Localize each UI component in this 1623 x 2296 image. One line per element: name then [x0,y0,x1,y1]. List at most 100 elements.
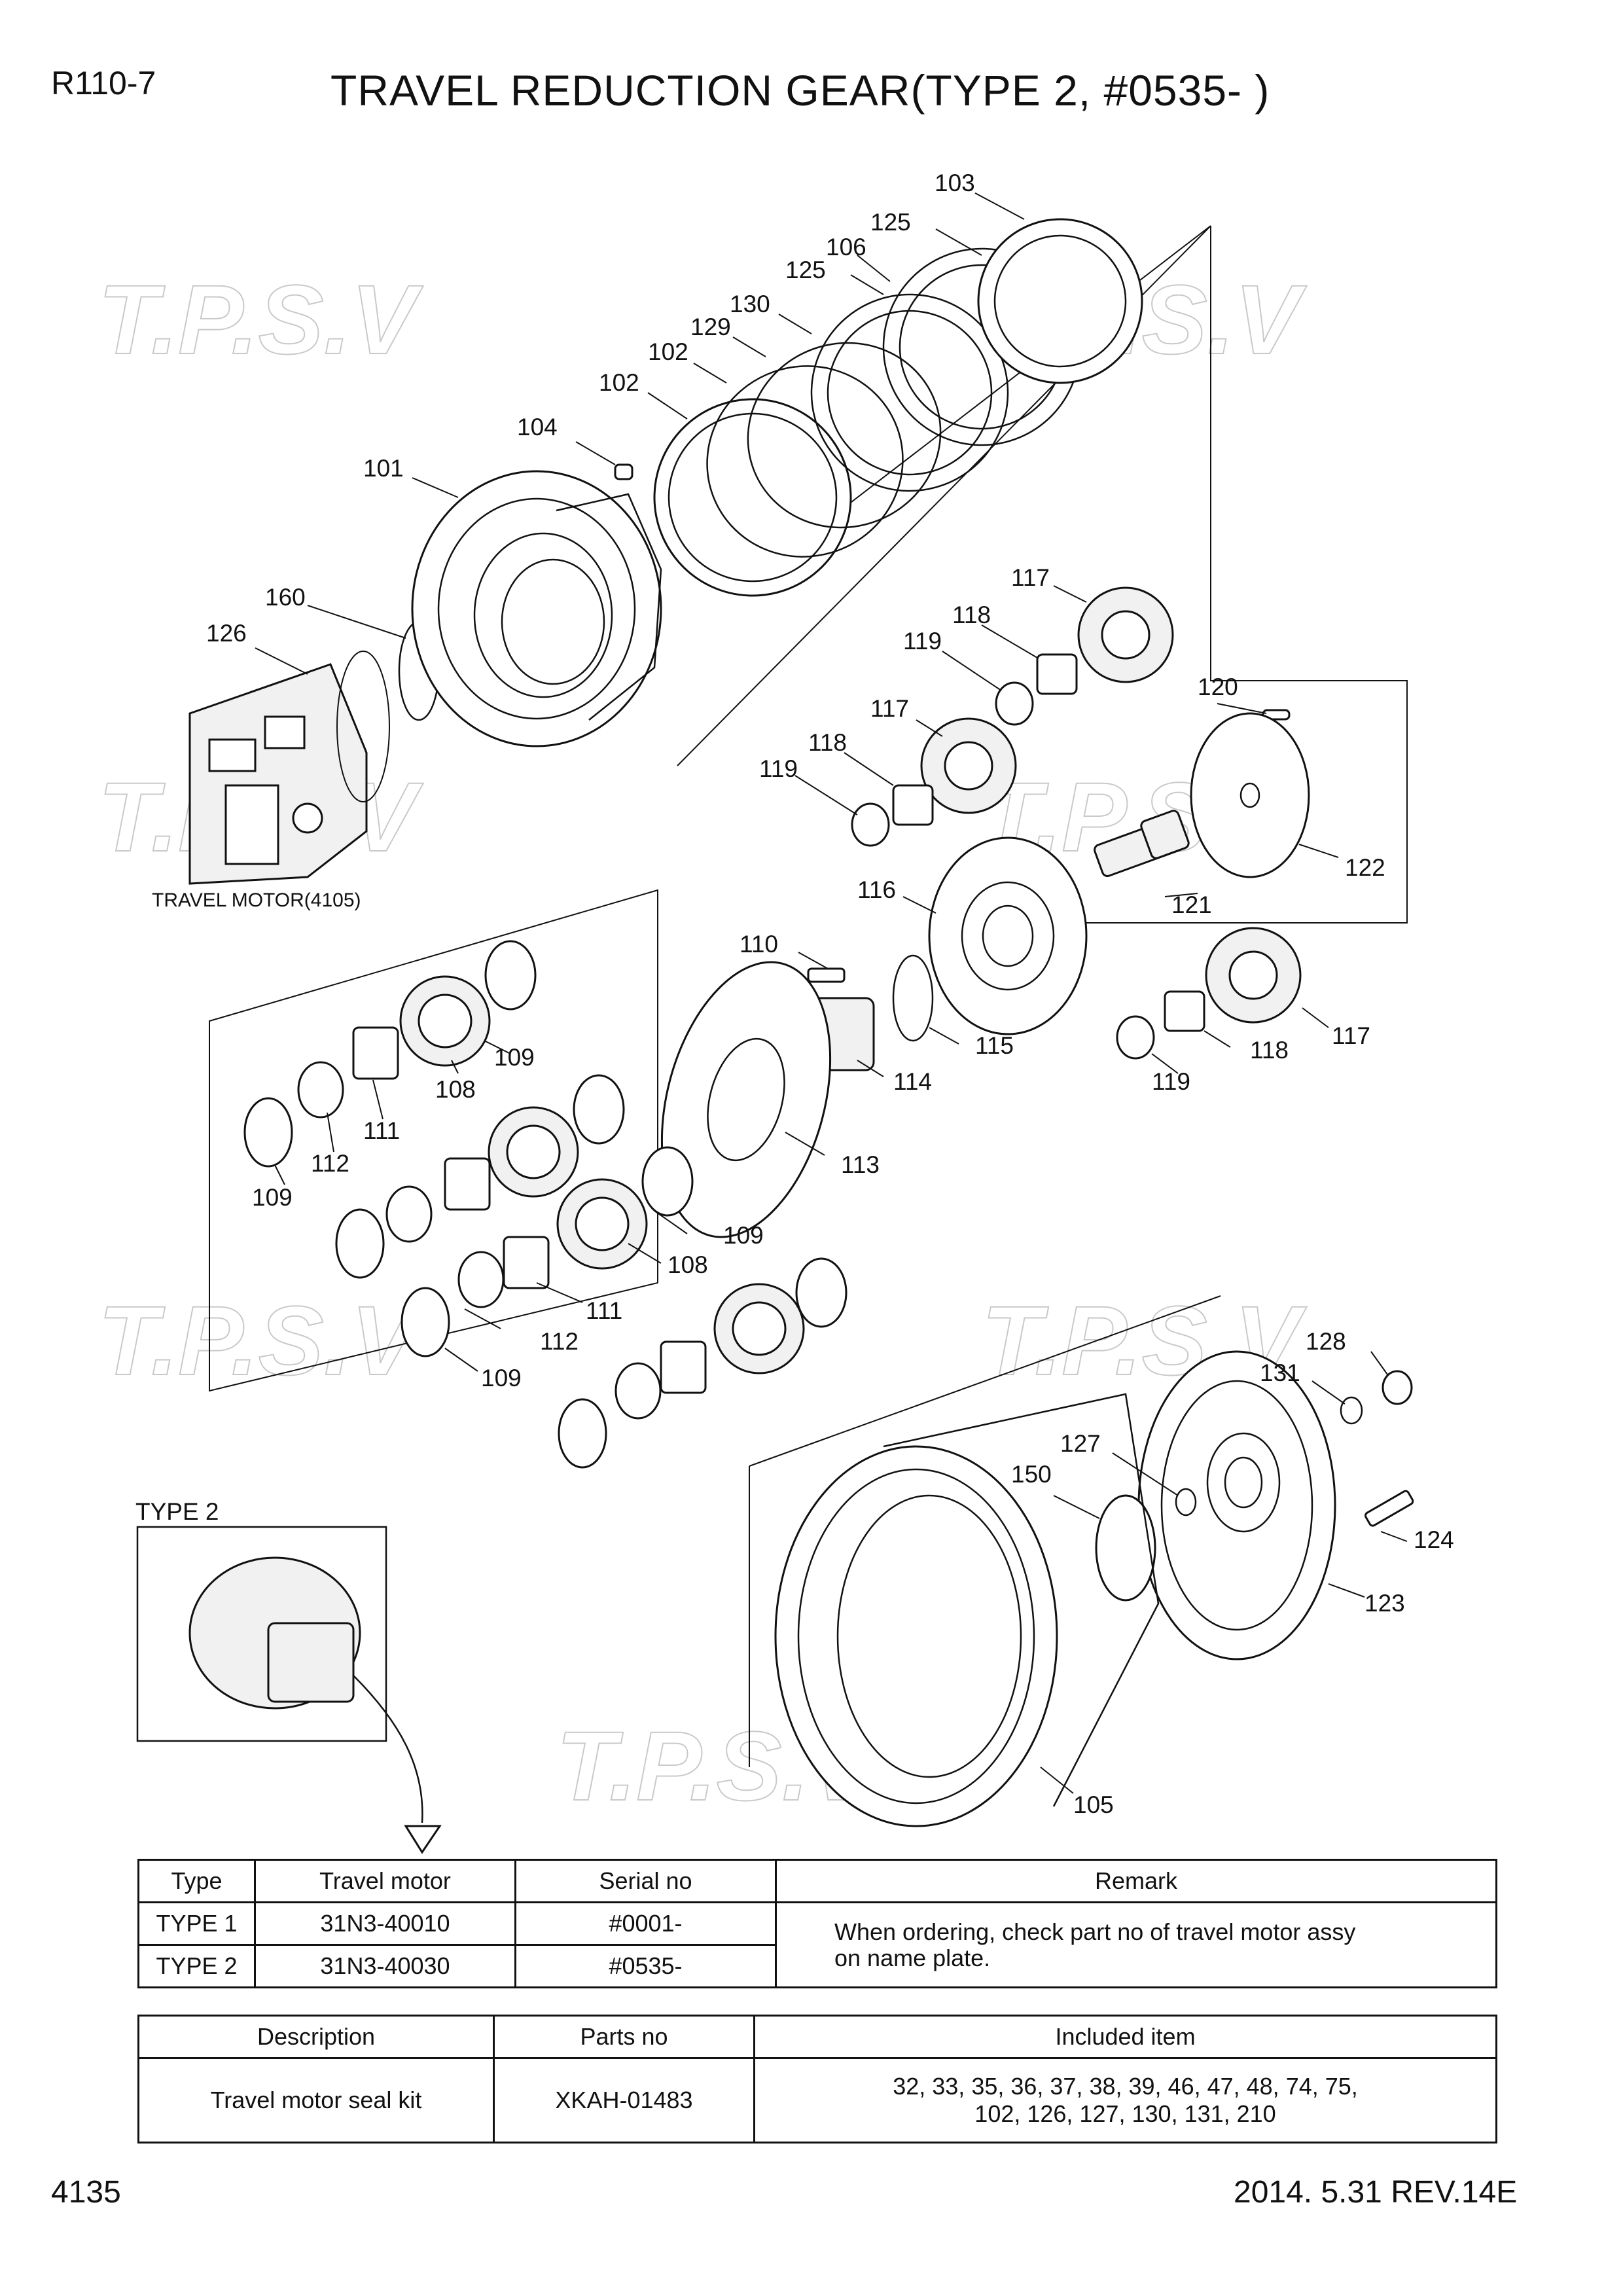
callout-105: 105 [1073,1791,1114,1818]
callouts: 103 125 106 125 130 129 102 102 104 101 … [206,170,1454,1818]
model-number: R110-7 [51,65,156,101]
leader-lines [255,192,1408,1794]
callout-121: 121 [1171,891,1212,918]
callout-125: 125 [870,209,911,236]
included-line: 32, 33, 35, 36, 37, 38, 39, 46, 47, 48, … [893,2073,1358,2100]
hub-101 [411,470,662,747]
callout-128: 128 [1306,1328,1346,1355]
callout-112: 112 [311,1150,349,1177]
callout-110: 110 [740,931,778,958]
cell-motor: 31N3-40010 [254,1901,516,1946]
callout-108: 108 [668,1251,708,1278]
callout-116: 116 [857,876,896,903]
header-remark: Remark [775,1859,1497,1903]
cell-remark: When ordering, check part no of travel m… [775,1901,1497,1988]
header-type: Type [137,1859,256,1903]
plug-128 [1382,1370,1413,1405]
callout-118: 118 [952,601,991,628]
callout-117: 117 [1332,1022,1370,1049]
header-serial-no: Serial no [514,1859,777,1903]
seal-kit-table: Description Parts no Included item Trave… [137,2015,1497,2144]
bearing-ring-stack [653,218,1143,597]
callout-122: 122 [1345,854,1385,881]
callout-106: 106 [826,234,866,260]
lower-right-planet-set [1116,927,1302,1060]
cell-serial: #0001- [514,1901,777,1946]
callout-119: 119 [759,755,798,782]
callout-118: 118 [1250,1037,1289,1064]
cell-type: TYPE 1 [137,1901,256,1946]
revision-date: 2014. 5.31 REV.14E [1234,2175,1518,2210]
travel-motor [188,651,390,885]
motor-label: TRAVEL MOTOR(4105) [152,889,361,911]
remark-line: on name plate. [834,1944,991,1971]
watermark-text: T.P.S.V [98,264,423,374]
callout-150: 150 [1011,1461,1052,1488]
upper-planet-set [851,586,1174,847]
callout-103: 103 [935,170,975,196]
callout-115: 115 [975,1032,1014,1059]
callout-111: 111 [586,1297,622,1324]
callout-109: 109 [723,1222,764,1249]
callout-101: 101 [363,455,404,482]
header-included-item: Included item [753,2015,1497,2059]
type2-inset [136,1526,442,1854]
table-row: TYPE 2 31N3-40030 #0535- [137,1944,1497,1988]
sun-gear-121 [1094,810,1190,877]
callout-118: 118 [808,729,847,756]
remark-line: When ordering, check part no of travel m… [834,1918,1356,1945]
cell-description: Travel motor seal kit [137,2057,495,2144]
callout-102: 102 [599,369,639,396]
seal-150 [1095,1494,1156,1602]
callout-109: 109 [252,1184,293,1211]
callout-124: 124 [1414,1526,1454,1553]
callout-126: 126 [206,620,247,647]
o-ring-127 [1175,1488,1197,1516]
thrust-plate-122 [1190,712,1310,878]
callout-109: 109 [494,1044,535,1071]
included-line: 102, 126, 127, 130, 131, 210 [974,2100,1276,2127]
callout-123: 123 [1364,1590,1405,1617]
watermark-text: T.P.S.V [98,1285,423,1395]
cell-included-item: 32, 33, 35, 36, 37, 38, 39, 46, 47, 48, … [753,2057,1497,2144]
cell-parts-no: XKAH-01483 [493,2057,755,2144]
cell-serial: #0535- [514,1944,777,1988]
header-parts-no: Parts no [493,2015,755,2059]
callout-114: 114 [893,1068,932,1095]
type-table: Type Travel motor Serial no Remark TYPE … [137,1859,1497,1988]
callout-109: 109 [481,1365,522,1391]
callout-160: 160 [265,584,306,611]
callout-129: 129 [690,314,731,340]
callout-117: 117 [870,695,909,722]
callout-131: 131 [1260,1359,1300,1386]
callout-117: 117 [1011,564,1050,591]
callout-127: 127 [1060,1430,1101,1457]
inset-label: TYPE 2 [135,1498,219,1525]
page-number: 4135 [51,2175,121,2210]
callout-130: 130 [730,291,770,317]
header-description: Description [137,2015,495,2059]
table-row: TYPE 1 31N3-40010 #0001- When ordering, … [137,1901,1497,1988]
callout-119: 119 [903,628,942,655]
cell-type: TYPE 2 [137,1944,256,1988]
callout-120: 120 [1198,673,1238,700]
table-row: Travel motor seal kit XKAH-01483 32, 33,… [137,2057,1497,2144]
housing-105 [774,1393,1160,1827]
cell-motor: 31N3-40030 [254,1944,516,1988]
table-header-row: Type Travel motor Serial no Remark [137,1859,1497,1903]
snap-ring-115 [892,954,934,1042]
bolt-110 [807,967,846,983]
cover-123 [1137,1350,1336,1660]
callout-112: 112 [540,1328,579,1355]
callout-102: 102 [648,338,688,365]
callout-113: 113 [841,1151,880,1178]
bolt-124 [1364,1490,1414,1527]
callout-108: 108 [435,1076,476,1103]
pin-104 [614,463,633,480]
header-travel-motor: Travel motor [254,1859,516,1903]
callout-111: 111 [363,1117,400,1144]
page-title: TRAVEL REDUCTION GEAR(TYPE 2, #0535- ) [330,66,1270,115]
left-planet-group [243,940,847,1469]
table-header-row: Description Parts no Included item [137,2015,1497,2059]
